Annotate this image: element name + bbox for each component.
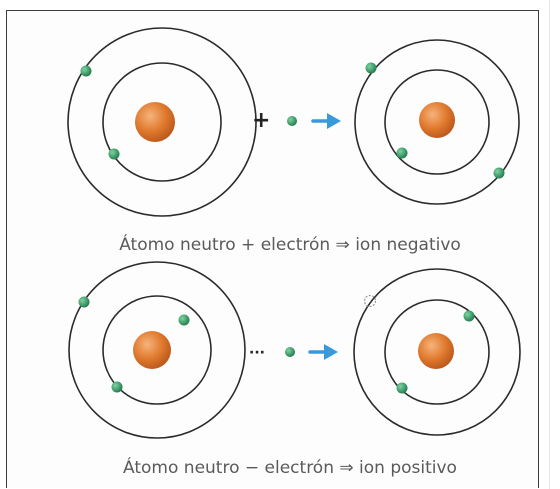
ellipsis: ··· [249, 345, 265, 361]
electron-icon [285, 347, 295, 357]
missing-electron-icon [363, 294, 377, 308]
inner-orbit [384, 69, 490, 175]
nucleus-icon [419, 102, 455, 138]
nucleus-icon [133, 331, 171, 369]
plus-sign: + [252, 108, 270, 133]
inner-orbit [384, 299, 490, 405]
reaction-add-electron: + [252, 108, 341, 133]
reaction-remove-electron: ··· [249, 344, 338, 361]
page-edge [549, 0, 550, 489]
electron-icon [111, 381, 123, 393]
outer-orbit [67, 27, 257, 217]
outer-orbit [68, 261, 246, 439]
caption-bottom: Átomo neutro − electrón ⇒ ion positivo [123, 456, 457, 478]
electron-icon [80, 65, 92, 77]
electron-icon [178, 314, 190, 326]
electron-icon [108, 148, 120, 160]
outer-orbit [354, 39, 520, 205]
inner-orbit [102, 62, 222, 182]
electron-icon [396, 147, 408, 159]
atom-neutral-top [67, 27, 257, 217]
atom-positive-ion [353, 268, 521, 436]
electron-icon [287, 116, 297, 126]
outer-orbit [353, 268, 521, 436]
electron-icon [365, 62, 377, 74]
nucleus-icon [135, 102, 175, 142]
electron-icon [396, 382, 408, 394]
electron-icon [78, 296, 90, 308]
right-arrow-icon [308, 344, 338, 360]
caption-top: Átomo neutro + electrón ⇒ ion negativo [119, 233, 461, 255]
figure-frame [6, 10, 539, 488]
inner-orbit [102, 295, 212, 405]
electron-icon [463, 310, 475, 322]
nucleus-icon [418, 333, 454, 369]
electron-icon [493, 167, 505, 179]
atom-negative-ion [354, 39, 520, 205]
right-arrow-icon [311, 113, 341, 129]
atom-neutral-bottom [68, 261, 246, 439]
